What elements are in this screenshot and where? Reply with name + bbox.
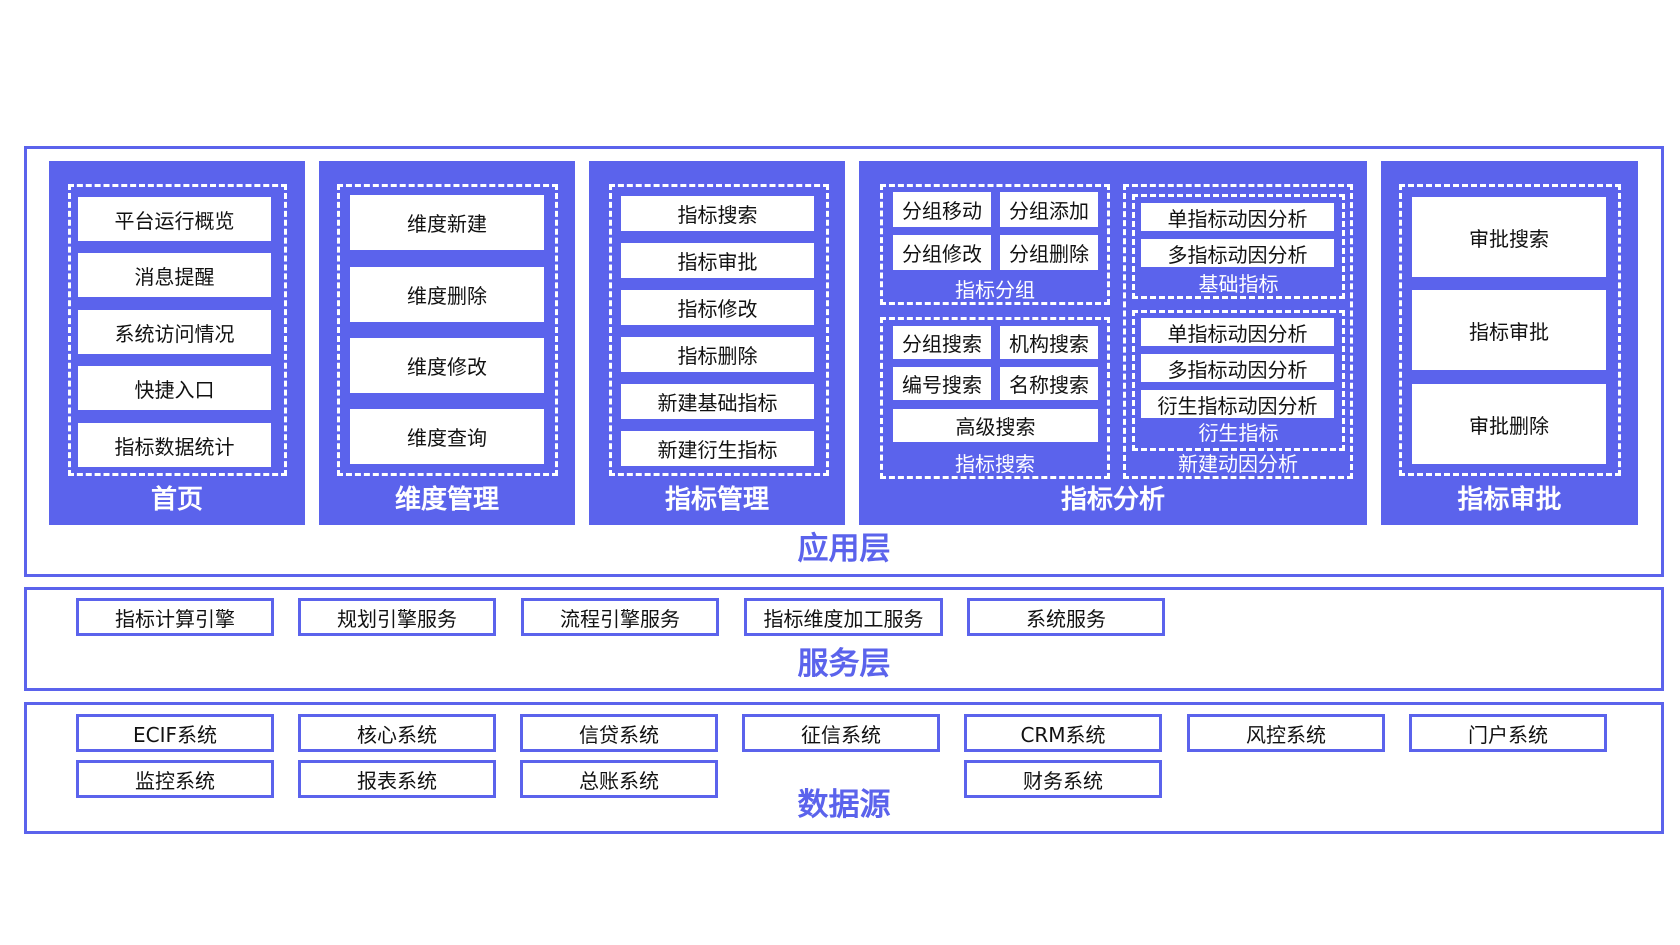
group-title: 指标分组	[955, 278, 1035, 302]
metric-mgmt-item[interactable]: 新建衍生指标	[621, 431, 814, 466]
search-item[interactable]: 高级搜索	[893, 409, 1098, 442]
group-item[interactable]: 分组删除	[1000, 235, 1098, 270]
home-item[interactable]: 快捷入口	[78, 366, 271, 410]
source-box[interactable]: 门户系统	[1409, 714, 1607, 752]
data-source-layer: 数据源	[24, 702, 1664, 834]
dimension-item[interactable]: 维度删除	[350, 267, 544, 322]
search-title: 指标搜索	[955, 452, 1035, 476]
home-title: 首页	[150, 485, 203, 515]
search-item[interactable]: 分组搜索	[893, 326, 991, 359]
source-box[interactable]: 风控系统	[1187, 714, 1385, 752]
derived-metric-dashed	[1132, 310, 1345, 451]
source-box[interactable]: 征信系统	[742, 714, 940, 752]
data-source-layer-title: 数据源	[797, 787, 891, 823]
home-dashed-group	[68, 184, 287, 476]
search-item[interactable]: 机构搜索	[1000, 326, 1098, 359]
module-home: 平台运行概览 消息提醒 系统访问情况 快捷入口 指标数据统计 首页	[49, 161, 305, 525]
source-box[interactable]: ECIF系统	[76, 714, 274, 752]
source-box[interactable]: 核心系统	[298, 714, 496, 752]
service-box[interactable]: 流程引擎服务	[521, 598, 719, 636]
basic-factor-item[interactable]: 多指标动因分析	[1141, 239, 1334, 267]
source-box[interactable]: 财务系统	[964, 760, 1162, 798]
analysis-search-dashed	[880, 317, 1110, 479]
module-metric-approval: 审批搜索 指标审批 审批删除 指标审批	[1381, 161, 1638, 525]
approval-item[interactable]: 指标审批	[1412, 290, 1606, 370]
source-box[interactable]: 监控系统	[76, 760, 274, 798]
derived-factor-item[interactable]: 单指标动因分析	[1141, 318, 1334, 346]
analysis-title: 指标分析	[1060, 485, 1165, 515]
dimension-item[interactable]: 维度修改	[350, 338, 544, 393]
approval-item[interactable]: 审批搜索	[1412, 197, 1606, 277]
search-item[interactable]: 名称搜索	[1000, 367, 1098, 400]
metric-mgmt-item[interactable]: 指标审批	[621, 243, 814, 278]
module-metric-management: 指标搜索 指标审批 指标修改 指标删除 新建基础指标 新建衍生指标 指标管理	[589, 161, 845, 525]
service-box[interactable]: 指标计算引擎	[76, 598, 274, 636]
service-box[interactable]: 系统服务	[967, 598, 1165, 636]
metric-mgmt-dashed-group	[609, 184, 829, 476]
home-item[interactable]: 指标数据统计	[78, 423, 271, 467]
metric-mgmt-item[interactable]: 指标修改	[621, 290, 814, 325]
derived-metric-title: 衍生指标	[1198, 421, 1279, 445]
dimension-item[interactable]: 维度查询	[350, 409, 544, 464]
service-layer-title: 服务层	[797, 646, 891, 682]
derived-factor-item[interactable]: 多指标动因分析	[1141, 354, 1334, 382]
factor-analysis-title: 新建动因分析	[1178, 452, 1298, 476]
service-box[interactable]: 规划引擎服务	[298, 598, 496, 636]
analysis-group-dashed	[880, 184, 1110, 305]
dimension-title: 维度管理	[394, 485, 499, 515]
group-item[interactable]: 分组移动	[893, 192, 991, 227]
home-item[interactable]: 平台运行概览	[78, 197, 271, 241]
group-item[interactable]: 分组修改	[893, 235, 991, 270]
source-box[interactable]: 总账系统	[520, 760, 718, 798]
service-box[interactable]: 指标维度加工服务	[744, 598, 943, 636]
metric-mgmt-item[interactable]: 指标删除	[621, 337, 814, 372]
home-item[interactable]: 系统访问情况	[78, 310, 271, 354]
metric-mgmt-item[interactable]: 新建基础指标	[621, 384, 814, 419]
approval-item[interactable]: 审批删除	[1412, 384, 1606, 464]
search-item[interactable]: 编号搜索	[893, 367, 991, 400]
source-box[interactable]: CRM系统	[964, 714, 1162, 752]
approval-title: 指标审批	[1457, 485, 1562, 515]
basic-factor-item[interactable]: 单指标动因分析	[1141, 203, 1334, 231]
application-layer-title: 应用层	[797, 531, 891, 567]
approval-dashed-group	[1399, 184, 1621, 476]
module-dimension: 维度新建 维度删除 维度修改 维度查询 维度管理	[319, 161, 575, 525]
basic-metric-title: 基础指标	[1198, 272, 1279, 296]
source-box[interactable]: 报表系统	[298, 760, 496, 798]
metric-mgmt-item[interactable]: 指标搜索	[621, 196, 814, 231]
metric-mgmt-title: 指标管理	[664, 485, 769, 515]
basic-metric-dashed	[1132, 194, 1345, 299]
dimension-dashed-group	[337, 184, 558, 476]
dimension-item[interactable]: 维度新建	[350, 195, 544, 250]
group-item[interactable]: 分组添加	[1000, 192, 1098, 227]
module-metric-analysis: 分组移动 分组添加 分组修改 分组删除 指标分组 分组搜索 机构搜索 编号搜索 …	[859, 161, 1367, 525]
derived-factor-item[interactable]: 衍生指标动因分析	[1141, 390, 1334, 418]
factor-analysis-dashed	[1123, 184, 1353, 479]
source-box[interactable]: 信贷系统	[520, 714, 718, 752]
home-item[interactable]: 消息提醒	[78, 253, 271, 297]
